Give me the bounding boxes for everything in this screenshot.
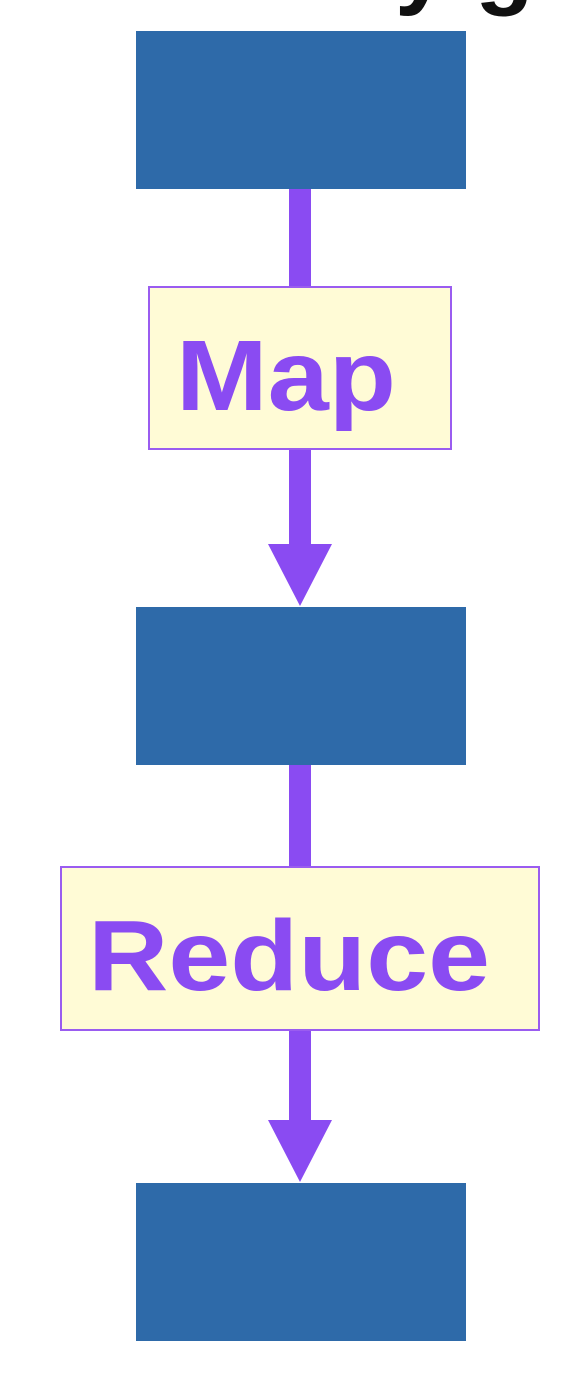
reduce-step: Reduce — [60, 866, 540, 1031]
reduce-step-label: Reduce — [88, 900, 490, 1012]
intermediate-data-block — [136, 607, 466, 765]
input-data-block — [136, 31, 466, 189]
arrowhead-down-icon — [268, 544, 332, 606]
map-step: Map — [148, 286, 452, 450]
reduce-step-box — [60, 866, 540, 1031]
cropped-title-fragment: y g — [395, 0, 534, 17]
connectors — [268, 175, 332, 1182]
map-step-box — [148, 286, 452, 450]
output-data-block — [136, 1183, 466, 1341]
map-step-label: Map — [176, 320, 396, 432]
arrowhead-down-icon — [268, 1120, 332, 1182]
